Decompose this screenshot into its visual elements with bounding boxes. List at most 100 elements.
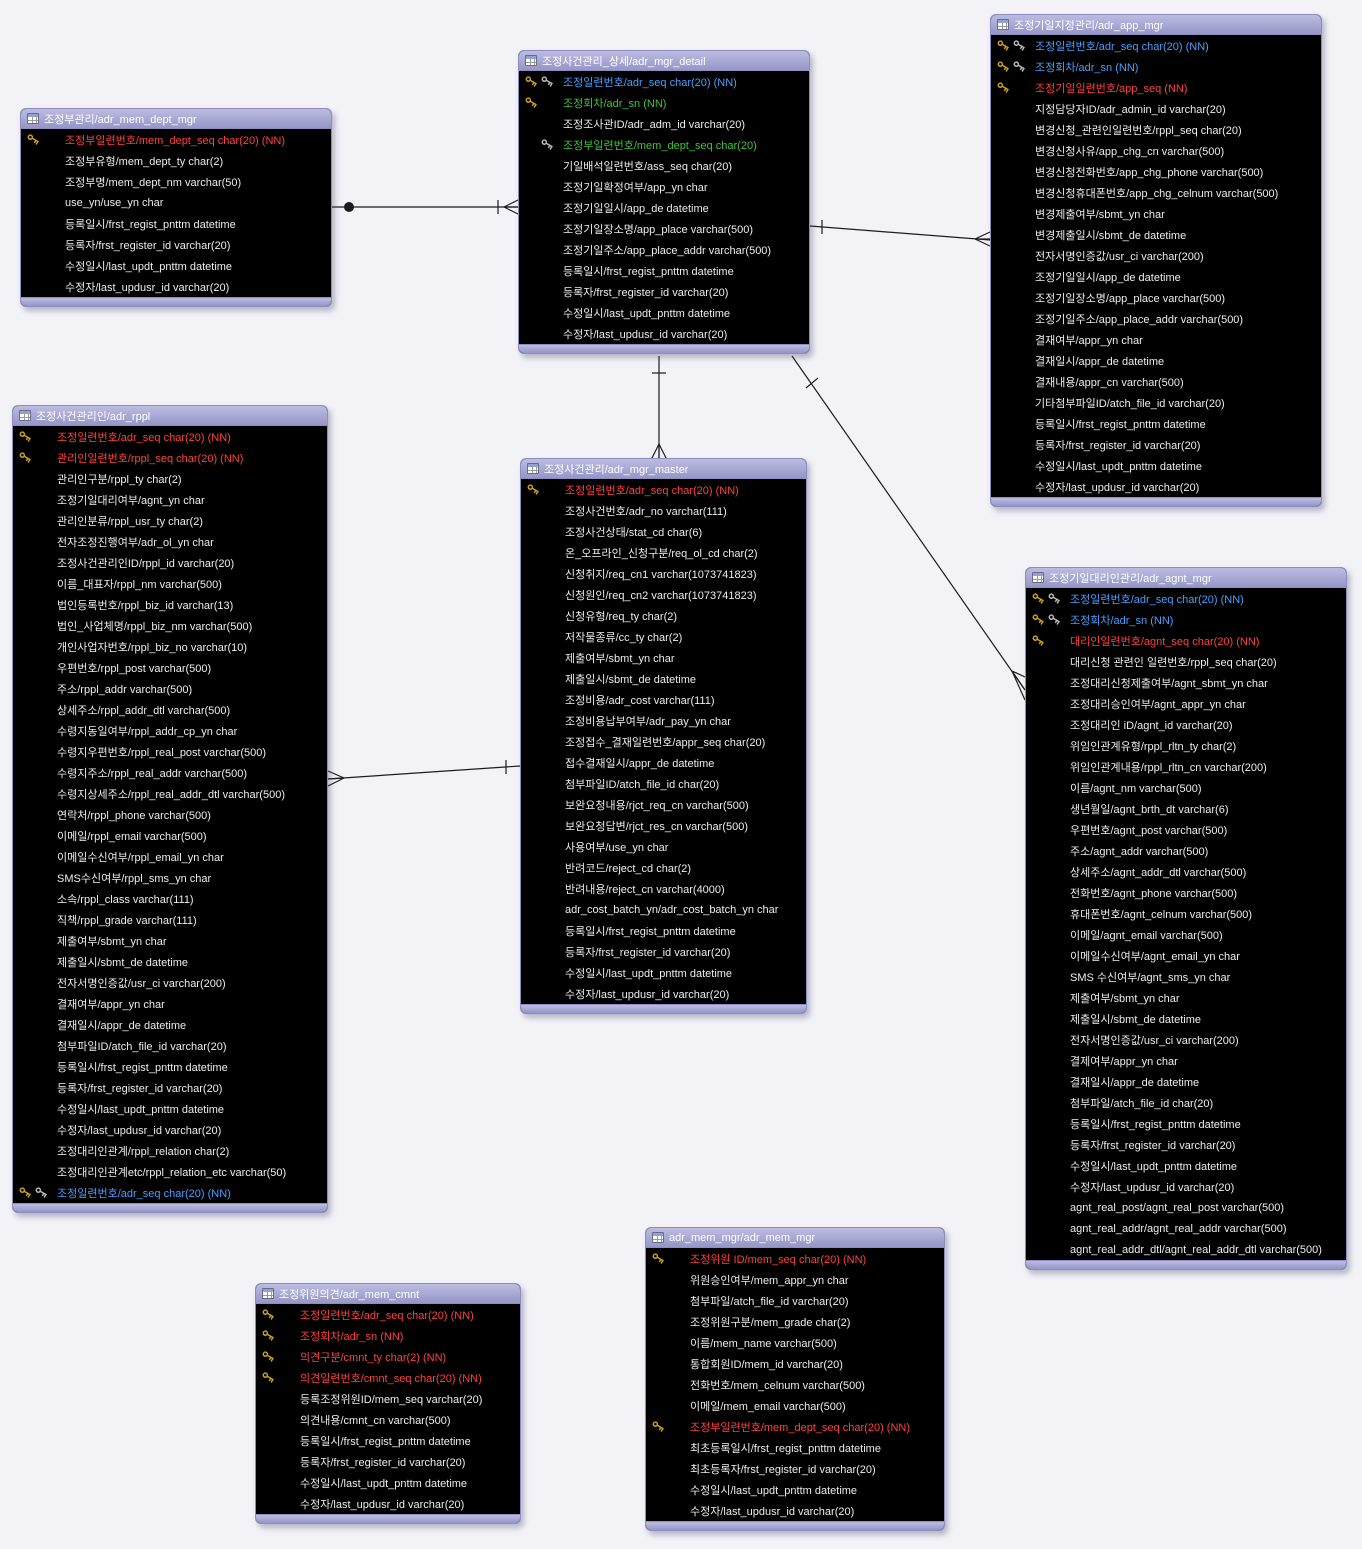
field-row[interactable]: 전자서명인증값/usr_ci varchar(200) <box>991 245 1321 266</box>
table-adr_mem_dept_mgr[interactable]: 조정부관리/adr_mem_dept_mgr 조정부일련번호/mem_dept_… <box>20 108 332 307</box>
field-row[interactable]: 결재내용/appr_cn varchar(500) <box>991 371 1321 392</box>
field-row[interactable]: 전자조정진행여부/adr_ol_yn char <box>13 531 327 552</box>
field-row[interactable]: 수정일시/last_updt_pnttm datetime <box>13 1098 327 1119</box>
field-row[interactable]: 조정기일장소명/app_place varchar(500) <box>991 287 1321 308</box>
field-row[interactable]: 이름_대표자/rppl_nm varchar(500) <box>13 573 327 594</box>
field-row[interactable]: 조정일련번호/adr_seq char(20) (NN) <box>519 71 809 92</box>
field-row[interactable]: 생년월일/agnt_brth_dt varchar(6) <box>1026 798 1346 819</box>
field-row[interactable]: 기일배석일련번호/ass_seq char(20) <box>519 155 809 176</box>
field-row[interactable]: 전화번호/mem_celnum varchar(500) <box>646 1374 944 1395</box>
field-row[interactable]: 제출일시/sbmt_de datetime <box>521 668 806 689</box>
field-row[interactable]: 대리신청 관련인 일련번호/rppl_seq char(20) <box>1026 651 1346 672</box>
field-row[interactable]: 제출일시/sbmt_de datetime <box>1026 1008 1346 1029</box>
field-row[interactable]: 등록자/frst_register_id varchar(20) <box>519 281 809 302</box>
field-row[interactable]: 등록일시/frst_regist_pnttm datetime <box>21 213 331 234</box>
field-row[interactable]: 수정자/last_updusr_id varchar(20) <box>13 1119 327 1140</box>
field-row[interactable]: 등록일시/frst_regist_pnttm datetime <box>13 1056 327 1077</box>
field-row[interactable]: agnt_real_addr/agnt_real_addr varchar(50… <box>1026 1218 1346 1239</box>
field-row[interactable]: 이메일/agnt_email varchar(500) <box>1026 924 1346 945</box>
field-row[interactable]: 조정기일일시/app_de datetime <box>519 197 809 218</box>
field-row[interactable]: 지정담당자ID/adr_admin_id varchar(20) <box>991 98 1321 119</box>
field-row[interactable]: agnt_real_post/agnt_real_post varchar(50… <box>1026 1197 1346 1218</box>
field-row[interactable]: 조정회차/adr_sn (NN) <box>256 1325 520 1346</box>
field-row[interactable]: 조정기일주소/app_place_addr varchar(500) <box>519 239 809 260</box>
field-row[interactable]: 보완요청답변/rjct_res_cn varchar(500) <box>521 815 806 836</box>
table-adr_mem_cmnt[interactable]: 조정위원의견/adr_mem_cmnt 조정일련번호/adr_seq char(… <box>255 1283 521 1524</box>
table-header[interactable]: 조정기일대리인관리/adr_agnt_mgr <box>1026 568 1346 588</box>
field-row[interactable]: 등록자/frst_register_id varchar(20) <box>991 434 1321 455</box>
field-row[interactable]: 조정회차/adr_sn (NN) <box>519 92 809 113</box>
field-row[interactable]: 전자서명인증값/usr_ci varchar(200) <box>1026 1029 1346 1050</box>
field-row[interactable]: 소속/rppl_class varchar(111) <box>13 888 327 909</box>
table-adr_agnt_mgr[interactable]: 조정기일대리인관리/adr_agnt_mgr 조정일련번호/adr_seq ch… <box>1025 567 1347 1270</box>
field-row[interactable]: 결재일시/appr_de datetime <box>991 350 1321 371</box>
field-row[interactable]: 의견내용/cmnt_cn varchar(500) <box>256 1409 520 1430</box>
field-row[interactable]: 온_오프라인_신청구분/req_ol_cd char(2) <box>521 542 806 563</box>
field-row[interactable]: adr_cost_batch_yn/adr_cost_batch_yn char <box>521 899 806 920</box>
field-row[interactable]: 조정대리신청제출여부/agnt_sbmt_yn char <box>1026 672 1346 693</box>
field-row[interactable]: 제출여부/sbmt_yn char <box>13 930 327 951</box>
field-row[interactable]: 등록일시/frst_regist_pnttm datetime <box>519 260 809 281</box>
field-row[interactable]: 수령지상세주소/rppl_real_addr_dtl varchar(500) <box>13 783 327 804</box>
table-header[interactable]: adr_mem_mgr/adr_mem_mgr <box>646 1228 944 1248</box>
field-row[interactable]: 조정기일대리여부/agnt_yn char <box>13 489 327 510</box>
field-row[interactable]: 수령지주소/rppl_real_addr varchar(500) <box>13 762 327 783</box>
table-adr_mgr_detail[interactable]: 조정사건관리_상세/adr_mgr_detail 조정일련번호/adr_seq … <box>518 50 810 354</box>
field-row[interactable]: 결재일시/appr_de datetime <box>1026 1071 1346 1092</box>
field-row[interactable]: 등록자/frst_register_id varchar(20) <box>21 234 331 255</box>
field-row[interactable]: 조정부일련번호/mem_dept_seq char(20) (NN) <box>21 129 331 150</box>
field-row[interactable]: 최초등록일시/frst_regist_pnttm datetime <box>646 1437 944 1458</box>
table-adr_rppl[interactable]: 조정사건관리인/adr_rppl 조정일련번호/adr_seq char(20)… <box>12 405 328 1213</box>
field-row[interactable]: agnt_real_addr_dtl/agnt_real_addr_dtl va… <box>1026 1239 1346 1260</box>
field-row[interactable]: 제출일시/sbmt_de datetime <box>13 951 327 972</box>
field-row[interactable]: 수령지동일여부/rppl_addr_cp_yn char <box>13 720 327 741</box>
field-row[interactable]: 기타첨부파일ID/atch_file_id varchar(20) <box>991 392 1321 413</box>
field-row[interactable]: 통합회원ID/mem_id varchar(20) <box>646 1353 944 1374</box>
field-row[interactable]: 위원승인여부/mem_appr_yn char <box>646 1269 944 1290</box>
table-adr_mgr_master[interactable]: 조정사건관리/adr_mgr_master 조정일련번호/adr_seq cha… <box>520 458 807 1014</box>
field-row[interactable]: 변경제출여부/sbmt_yn char <box>991 203 1321 224</box>
field-row[interactable]: 결재여부/appr_yn char <box>13 993 327 1014</box>
field-row[interactable]: 등록자/frst_register_id varchar(20) <box>521 941 806 962</box>
field-row[interactable]: 위임인관계내용/rppl_rltn_cn varchar(200) <box>1026 756 1346 777</box>
field-row[interactable]: 의견구분/cmnt_ty char(2) (NN) <box>256 1346 520 1367</box>
field-row[interactable]: 전화번호/agnt_phone varchar(500) <box>1026 882 1346 903</box>
field-row[interactable]: 조정일련번호/adr_seq char(20) (NN) <box>1026 588 1346 609</box>
table-header[interactable]: 조정사건관리인/adr_rppl <box>13 406 327 426</box>
field-row[interactable]: 조정일련번호/adr_seq char(20) (NN) <box>13 426 327 447</box>
field-row[interactable]: 조정부일련번호/mem_dept_seq char(20) (NN) <box>646 1416 944 1437</box>
field-row[interactable]: 주소/agnt_addr varchar(500) <box>1026 840 1346 861</box>
field-row[interactable]: use_yn/use_yn char <box>21 192 331 213</box>
relationship-mgr-detail-to-app-mgr[interactable] <box>809 220 991 247</box>
field-row[interactable]: 조정비용납부여부/adr_pay_yn char <box>521 710 806 731</box>
field-row[interactable]: 조정대리승인여부/agnt_appr_yn char <box>1026 693 1346 714</box>
field-row[interactable]: 변경제출일시/sbmt_de datetime <box>991 224 1321 245</box>
field-row[interactable]: 수정일시/last_updt_pnttm datetime <box>991 455 1321 476</box>
field-row[interactable]: 반려내용/reject_cn varchar(4000) <box>521 878 806 899</box>
field-row[interactable]: 수정자/last_updusr_id varchar(20) <box>256 1493 520 1514</box>
field-row[interactable]: 조정대리인관계/rppl_relation char(2) <box>13 1140 327 1161</box>
field-row[interactable]: 첨부파일/atch_file_id char(20) <box>1026 1092 1346 1113</box>
field-row[interactable]: 관리인구분/rppl_ty char(2) <box>13 468 327 489</box>
relationship-mgr-detail-to-mgr-master[interactable] <box>651 356 667 459</box>
field-row[interactable]: 보완요청내용/rjct_req_cn varchar(500) <box>521 794 806 815</box>
table-header[interactable]: 조정위원의견/adr_mem_cmnt <box>256 1284 520 1304</box>
field-row[interactable]: 법인등록번호/rppl_biz_id varchar(13) <box>13 594 327 615</box>
field-row[interactable]: 조정회차/adr_sn (NN) <box>1026 609 1346 630</box>
field-row[interactable]: 위임인관계유형/rppl_rltn_ty char(2) <box>1026 735 1346 756</box>
field-row[interactable]: 등록일시/frst_regist_pnttm datetime <box>256 1430 520 1451</box>
field-row[interactable]: 첨부파일ID/atch_file_id char(20) <box>521 773 806 794</box>
field-row[interactable]: 수정자/last_updusr_id varchar(20) <box>646 1500 944 1521</box>
field-row[interactable]: SMS 수신여부/agnt_sms_yn char <box>1026 966 1346 987</box>
field-row[interactable]: 조정기일확정여부/app_yn char <box>519 176 809 197</box>
field-row[interactable]: 조정부일련번호/mem_dept_seq char(20) <box>519 134 809 155</box>
field-row[interactable]: 우편번호/rppl_post varchar(500) <box>13 657 327 678</box>
field-row[interactable]: 전자서명인증값/usr_ci varchar(200) <box>13 972 327 993</box>
field-row[interactable]: 조정대리인관계etc/rppl_relation_etc varchar(50) <box>13 1161 327 1182</box>
field-row[interactable]: 등록조정위원ID/mem_seq varchar(20) <box>256 1388 520 1409</box>
field-row[interactable]: 수정자/last_updusr_id varchar(20) <box>521 983 806 1004</box>
field-row[interactable]: 조정위원 ID/mem_seq char(20) (NN) <box>646 1248 944 1269</box>
field-row[interactable]: 조정기일주소/app_place_addr varchar(500) <box>991 308 1321 329</box>
field-row[interactable]: 연락처/rppl_phone varchar(500) <box>13 804 327 825</box>
relationship-mgr-detail-to-agnt-mgr[interactable] <box>791 355 1026 701</box>
